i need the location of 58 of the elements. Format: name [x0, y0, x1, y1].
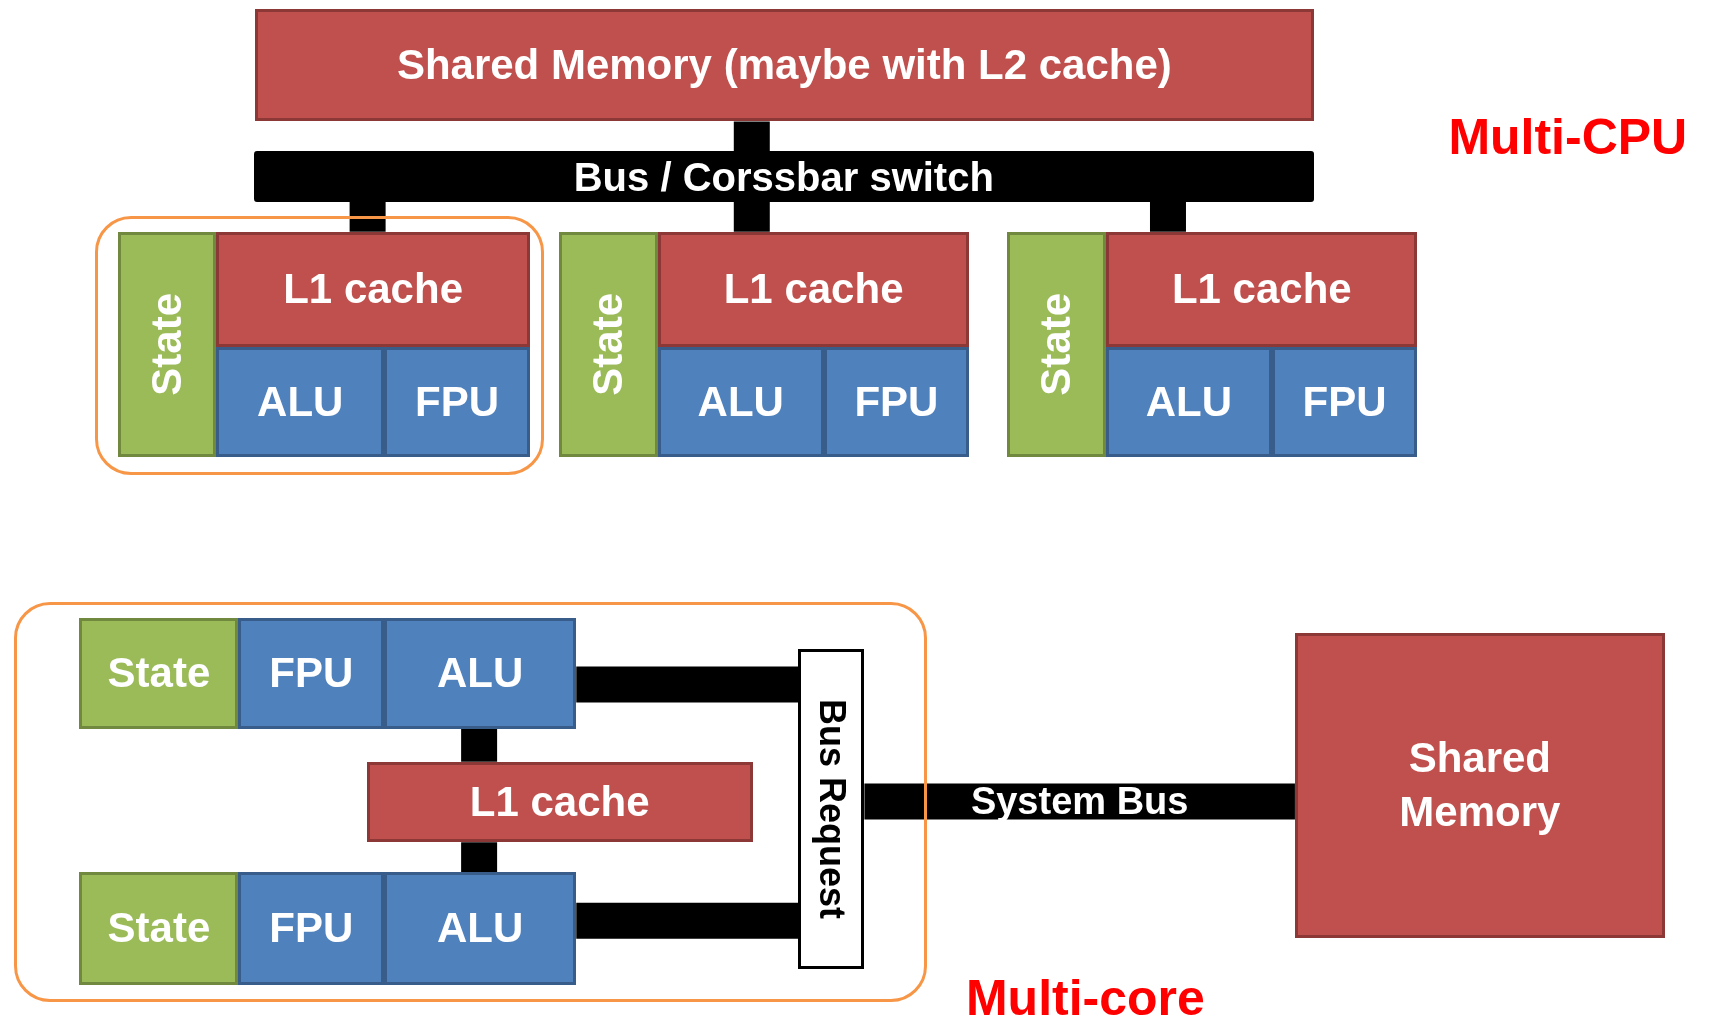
unit-box [384, 872, 577, 985]
node-label: State [582, 293, 632, 396]
node-label: State [1031, 293, 1081, 396]
memory-box [1106, 231, 1418, 347]
node-label: FPU [269, 903, 354, 954]
node-label: ALU [437, 648, 524, 699]
bus-connector [733, 121, 770, 152]
node-label: State [107, 903, 211, 954]
bus-connector [733, 202, 770, 232]
unit-box [1271, 346, 1418, 458]
state-box [79, 618, 239, 729]
node-label: ALU [697, 376, 784, 427]
memory-box [1294, 632, 1665, 939]
memory-box [657, 231, 970, 347]
unit-box [1106, 346, 1272, 458]
group-outline [94, 216, 545, 475]
unit-box [384, 346, 530, 458]
node-label: State [141, 293, 191, 396]
port-box [798, 649, 865, 970]
unit-box [384, 618, 577, 729]
node-label: Bus / Corssbar switch [573, 153, 994, 201]
state-box [79, 872, 239, 985]
node-label: ALU [437, 903, 524, 954]
node-label: ALU [1145, 376, 1233, 427]
bus-connector [461, 842, 498, 873]
group-outline [14, 601, 928, 1003]
section-title: Multi-core [965, 969, 1205, 1025]
node-label: L1 cache [1171, 263, 1352, 314]
node-label: ALU [257, 376, 344, 427]
unit-box [216, 346, 385, 458]
bus-connector [349, 202, 386, 232]
node-label: FPU [854, 376, 939, 427]
memory-box [255, 8, 1314, 122]
unit-box [238, 872, 385, 985]
edge-label: System Bus [970, 779, 1189, 823]
state-box [558, 231, 658, 458]
unit-box [238, 618, 385, 729]
node-label: Shared Memory [1398, 732, 1562, 838]
node-label: Bus Request [810, 699, 854, 920]
unit-box [657, 346, 824, 458]
node-label: FPU [269, 648, 354, 699]
state-box [118, 231, 217, 458]
node-label: L1 cache [723, 263, 904, 314]
memory-box [216, 231, 530, 347]
section-title: Multi-CPU [1448, 108, 1688, 167]
node-label: FPU [415, 376, 500, 427]
bus-connector [461, 728, 498, 762]
state-box [1006, 231, 1107, 458]
unit-box [823, 346, 970, 458]
node-label: L1 cache [283, 263, 463, 314]
bus-connector [864, 783, 1295, 820]
bus-bar [253, 151, 1314, 202]
node-label: Shared Memory (maybe with L2 cache) [396, 39, 1172, 90]
bus-connector [1150, 202, 1186, 232]
memory-box [366, 761, 753, 843]
node-label: L1 cache [469, 776, 650, 827]
node-label: State [107, 648, 211, 699]
node-label: FPU [1302, 376, 1387, 427]
